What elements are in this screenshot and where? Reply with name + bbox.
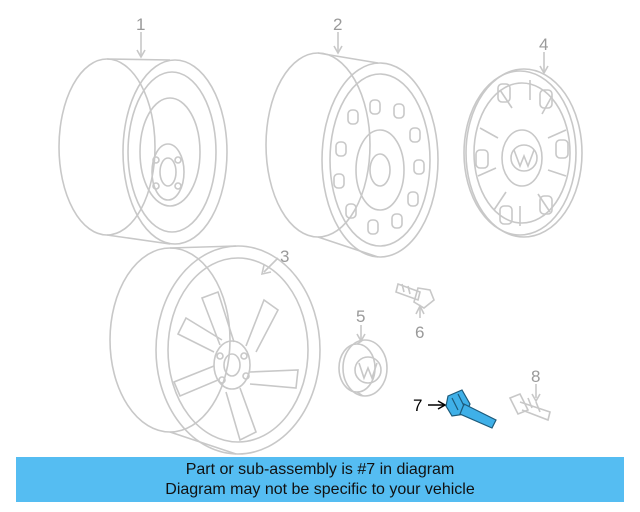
part-2-steel-wheel[interactable] <box>265 52 439 258</box>
vw-logo-icon <box>354 356 382 384</box>
callout-3: 3 <box>280 247 289 266</box>
callout-8: 8 <box>531 367 540 386</box>
arrow-8 <box>531 393 541 403</box>
info-banner: Part or sub-assembly is #7 in diagram Di… <box>16 457 624 502</box>
arrow-3 <box>260 264 272 276</box>
part-7-highlighted-valve[interactable] <box>445 389 497 429</box>
part-1-spare-wheel[interactable] <box>58 58 228 245</box>
banner-line-disclaimer: Diagram may not be specific to your vehi… <box>165 481 475 498</box>
arrow-7 <box>437 400 447 410</box>
leader-line-3 <box>263 257 279 273</box>
arrow-5 <box>356 333 366 343</box>
callout-7: 7 <box>413 396 422 415</box>
arrow-4 <box>539 65 549 75</box>
parts-diagram: 1 2 3 4 5 6 7 8 <box>58 15 583 455</box>
arrow-1 <box>136 49 146 59</box>
arrow-6 <box>415 304 425 315</box>
part-3-alloy-wheel[interactable] <box>109 245 321 455</box>
part-4-wheel-cover[interactable] <box>463 68 583 238</box>
part-6-wheel-bolt[interactable] <box>395 282 435 309</box>
callout-1: 1 <box>136 15 145 34</box>
vw-logo-icon <box>510 144 538 172</box>
part-5-center-cap[interactable] <box>338 339 388 397</box>
callout-6: 6 <box>415 323 424 342</box>
arrow-2 <box>333 45 343 55</box>
callout-4: 4 <box>539 35 548 54</box>
callout-5: 5 <box>356 307 365 326</box>
callout-2: 2 <box>333 15 342 34</box>
part-8-valve-stem[interactable] <box>508 392 551 422</box>
banner-line-part: Part or sub-assembly is #7 in diagram <box>185 461 455 478</box>
